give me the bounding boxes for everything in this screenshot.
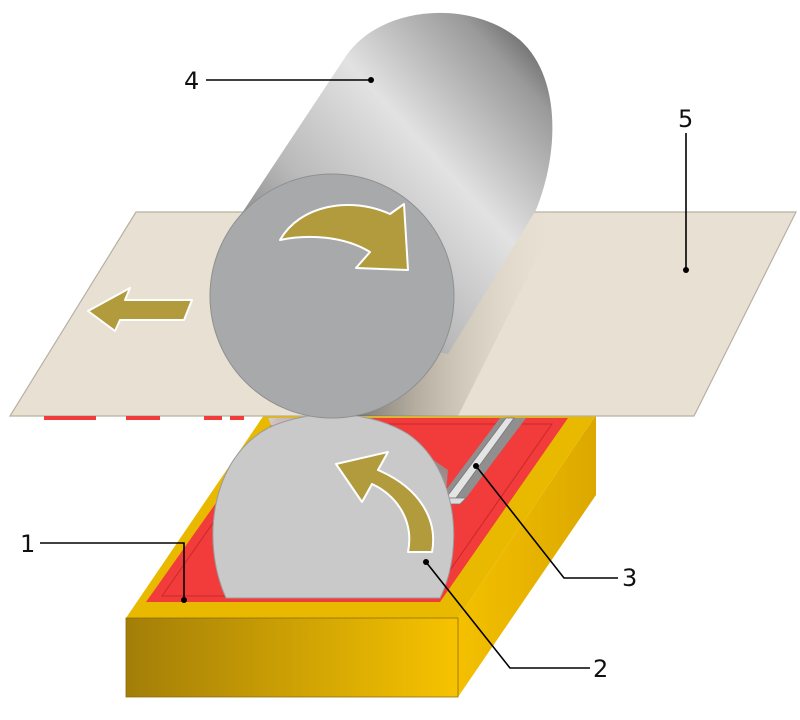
gravure-rotation-arrow [335,451,435,553]
callout-label-3: 3 [622,564,637,592]
gravure-cylinder [212,413,455,599]
printed-mark [230,416,244,420]
leader-line-3 [475,465,618,579]
printed-mark [44,416,96,420]
paper-direction-arrow [87,287,193,332]
callout-2: 2 [423,559,608,683]
callout-label-1: 1 [20,530,35,558]
leader-dot-2 [423,559,429,565]
printed-mark [126,416,160,420]
leader-dot-3 [473,463,479,469]
impression-rotation-arrow [279,203,409,271]
base-front-face [125,617,459,698]
callout-3: 3 [473,463,637,592]
callout-label-5: 5 [678,105,693,133]
leader-dot-5 [683,267,689,273]
callout-label-2: 2 [593,655,608,683]
printed-mark [204,416,222,420]
leader-line-2 [425,561,590,669]
base-side-face [458,415,596,697]
printed-marks [44,416,244,420]
leader-dot-4 [368,77,374,83]
callout-1: 1 [20,530,187,603]
callout-label-4: 4 [184,67,199,95]
impression-cylinder [209,12,553,419]
doctor-blade [440,417,526,505]
leader-line-1 [40,542,185,600]
callout-5: 5 [678,105,693,273]
callout-4: 4 [184,67,374,95]
leader-dot-1 [181,597,187,603]
